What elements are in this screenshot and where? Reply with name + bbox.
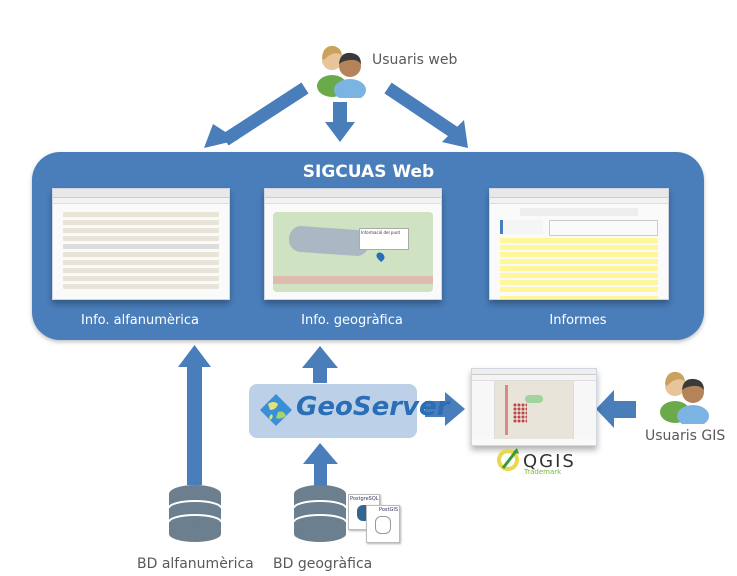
qgis-trademark: Trademark bbox=[524, 468, 562, 476]
arrow-geoserver-to-web bbox=[302, 346, 338, 383]
qgis-label: QGIS bbox=[523, 451, 576, 472]
sigcuas-web-title: SIGCUAS Web bbox=[302, 162, 435, 182]
globe-icon bbox=[258, 392, 294, 428]
web-users-icon bbox=[312, 42, 372, 101]
arrow-bdalfa-to-web bbox=[178, 345, 211, 485]
panel-label-alfanumerica: Info. alfanumèrica bbox=[81, 313, 199, 328]
db-alfanumerica-label: BD alfanumèrica bbox=[137, 556, 254, 572]
db-geografica-label: BD geogràfica bbox=[273, 556, 373, 572]
informes-screenshot[interactable] bbox=[489, 188, 669, 300]
database-alfanumerica-icon bbox=[168, 484, 222, 544]
arrow-gisusers-to-qgis bbox=[596, 390, 636, 428]
map-view[interactable]: Informació del punt bbox=[273, 212, 433, 292]
panel-label-informes: Informes bbox=[549, 313, 607, 328]
arrow-users-to-geografica bbox=[325, 102, 355, 142]
web-users-label: Usuaris web bbox=[372, 52, 458, 68]
postgis-badge: PostGIS bbox=[366, 505, 400, 543]
map-lake bbox=[288, 225, 370, 257]
panel-label-geografica: Info. geogràfica bbox=[301, 313, 403, 328]
arrow-users-to-informes bbox=[384, 82, 468, 148]
qgis-logo-icon bbox=[497, 446, 521, 474]
arrow-geoserver-to-qgis bbox=[425, 392, 465, 426]
gis-users-icon bbox=[655, 368, 715, 427]
alfanumerica-screenshot[interactable] bbox=[52, 188, 230, 300]
qgis-screenshot[interactable] bbox=[471, 368, 597, 446]
arrow-bdgeo-to-geoserver bbox=[303, 443, 338, 486]
map-marker-icon[interactable] bbox=[374, 250, 387, 263]
arrow-users-to-alfanumerica bbox=[204, 82, 309, 148]
database-geografica-icon bbox=[293, 484, 347, 544]
postgis-elephant-icon bbox=[375, 516, 391, 534]
geoserver-label: GeoServer bbox=[296, 392, 450, 422]
map-road bbox=[273, 276, 433, 284]
map-popup: Informació del punt bbox=[359, 228, 409, 250]
geografica-screenshot[interactable]: Informació del punt bbox=[264, 188, 442, 300]
gis-users-label: Usuaris GIS bbox=[645, 428, 726, 444]
